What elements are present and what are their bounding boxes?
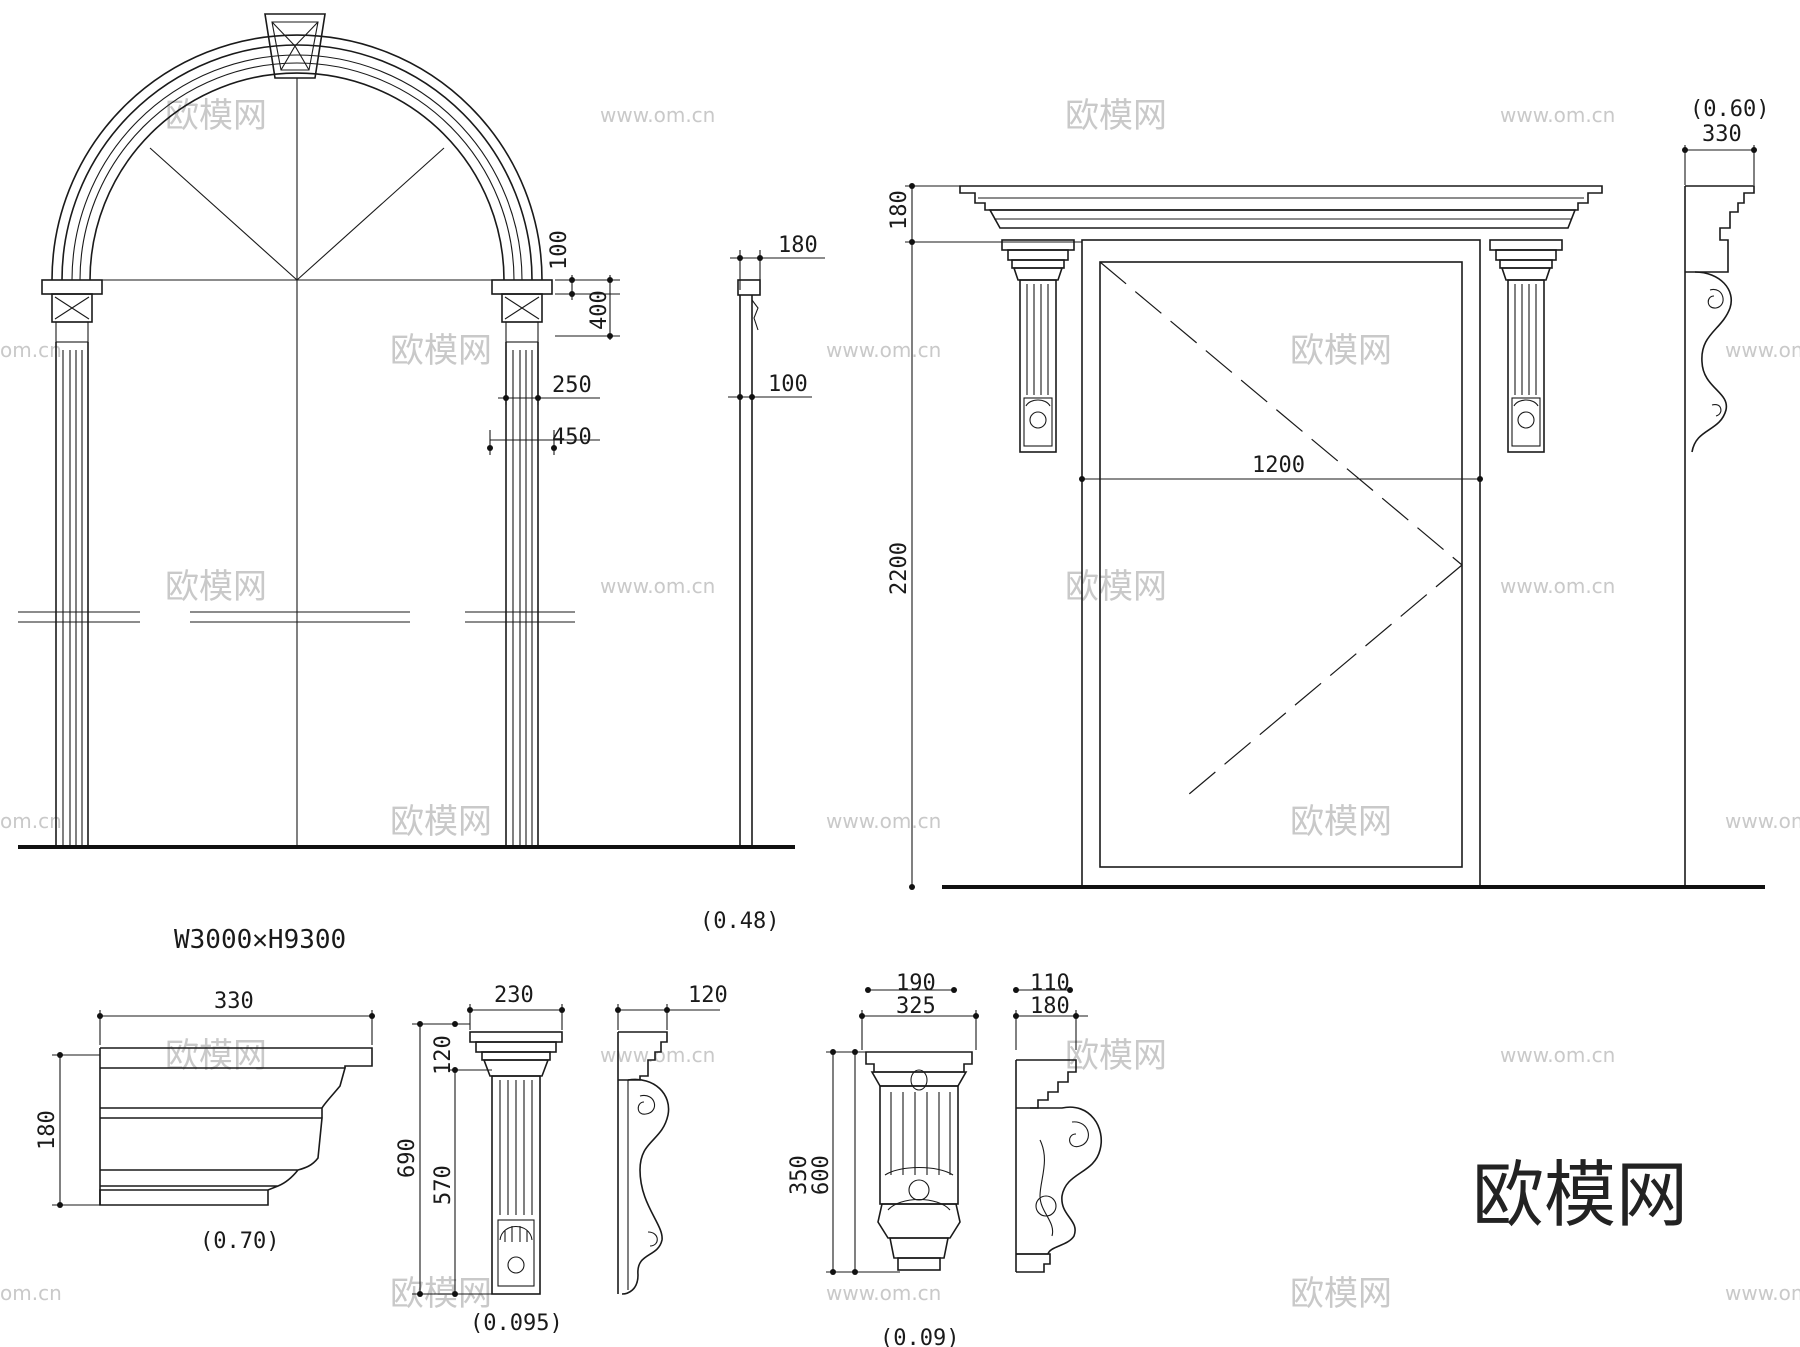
watermark-short: om.cn [0, 1281, 62, 1305]
detail-cornice: 330 180 (0.70) [35, 989, 375, 1254]
dim-door-cornice: 180 [887, 190, 912, 230]
detail-corbel-side: 110 180 [1013, 971, 1102, 1273]
door-elevation: 180 2200 1200 [887, 183, 1765, 890]
break-line [18, 611, 575, 623]
dim-profile-top: 180 [778, 233, 818, 258]
bracket-side-scale: (0.60) [1690, 97, 1769, 122]
side-profile-scale: (0.48) [700, 909, 779, 934]
dim-shaft-inner: 250 [552, 373, 592, 398]
watermark-url: www.om.cn [1500, 103, 1615, 127]
watermark-url: www.om.cn [826, 809, 941, 833]
dim-capital-top: 100 [547, 230, 572, 270]
dim-profile-mid: 100 [768, 372, 808, 397]
watermark-short: om.cn [0, 338, 62, 362]
watermark-cn: 欧模网 [390, 331, 492, 371]
dim-shaft-outer: 450 [552, 425, 592, 450]
watermark-url: www.om.cn [1500, 574, 1615, 598]
watermark-cn: 欧模网 [165, 567, 267, 607]
dim-pilaster-width: 230 [494, 983, 534, 1008]
dim-door-height: 2200 [887, 542, 912, 595]
dim-pilaster-cap: 120 [431, 1035, 456, 1075]
dim-capital-height: 400 [587, 290, 612, 330]
watermark-cn: 欧模网 [1290, 1274, 1392, 1314]
detail-corbel: 190 325 350 600 (0.09) [787, 971, 979, 1347]
dim-bracket-side-width: 330 [1702, 122, 1742, 147]
door-swing-line [1099, 261, 1463, 566]
keystone [264, 13, 326, 79]
bracket-side-view: (0.60) 330 [1682, 97, 1769, 885]
watermark-cn: 欧模网 [1290, 331, 1392, 371]
pilaster-scale: (0.095) [470, 1311, 563, 1336]
dim-corbel-width: 325 [896, 994, 936, 1019]
door-dimensions: 180 2200 1200 [887, 183, 1483, 890]
watermark-layer: 欧模网 www.om.cn 欧模网 www.om.cn om.cn 欧模网 ww… [0, 96, 1800, 1314]
watermark-cn: 欧模网 [165, 1036, 267, 1076]
watermark-url: www.om.cn [826, 338, 941, 362]
left-corbel [1001, 239, 1075, 453]
watermark-cn: 欧模网 [165, 96, 267, 136]
dim-pilaster-shaft: 570 [431, 1165, 456, 1205]
dim-cornice-height: 180 [35, 1110, 60, 1150]
door-swing-line [1181, 564, 1463, 801]
dim-pilaster-side-width: 120 [688, 983, 728, 1008]
arch-elevation: 100 400 250 450 W3000✕H9300 [18, 13, 795, 955]
brand-logo-text: 欧模网 [1472, 1153, 1688, 1237]
detail-pilaster-side: 120 [615, 983, 728, 1295]
left-column [41, 279, 103, 845]
dim-corbel-width-top: 190 [896, 971, 936, 996]
dim-corbel-height-b: 600 [809, 1155, 834, 1195]
watermark-url: www.om.cn [1725, 809, 1800, 833]
dim-corbel-height-a: 350 [787, 1155, 812, 1195]
cornice-scale: (0.70) [200, 1229, 279, 1254]
watermark-url: www.om.cn [1725, 1281, 1800, 1305]
dim-corbel-side-width-top: 110 [1030, 971, 1070, 996]
right-column [491, 279, 553, 845]
watermark-cn: 欧模网 [1065, 567, 1167, 607]
watermark-cn: 欧模网 [390, 802, 492, 842]
detail-pilaster: 230 120 690 570 (0.095) [395, 983, 565, 1336]
watermark-short: om.cn [0, 809, 62, 833]
watermark-url: www.om.cn [826, 1281, 941, 1305]
dim-cornice-width: 330 [214, 989, 254, 1014]
watermark-url: www.om.cn [600, 574, 715, 598]
arch-dimensions: 100 400 250 450 [487, 230, 620, 455]
corbel-scale: (0.09) [880, 1326, 959, 1347]
watermark-url: www.om.cn [1725, 338, 1800, 362]
watermark-cn: 欧模网 [1065, 1036, 1167, 1076]
dim-door-width: 1200 [1252, 453, 1305, 478]
watermark-url: www.om.cn [600, 1043, 715, 1067]
side-profile: 180 100 (0.48) [700, 233, 825, 934]
watermark-cn: 欧模网 [1290, 802, 1392, 842]
dim-pilaster-total: 690 [395, 1138, 420, 1178]
watermark-url: www.om.cn [1500, 1043, 1615, 1067]
arch-title: W3000✕H9300 [174, 925, 346, 955]
right-corbel [1489, 239, 1563, 453]
watermark-url: www.om.cn [600, 103, 715, 127]
dim-corbel-side-width: 180 [1030, 994, 1070, 1019]
watermark-cn: 欧模网 [1065, 96, 1167, 136]
